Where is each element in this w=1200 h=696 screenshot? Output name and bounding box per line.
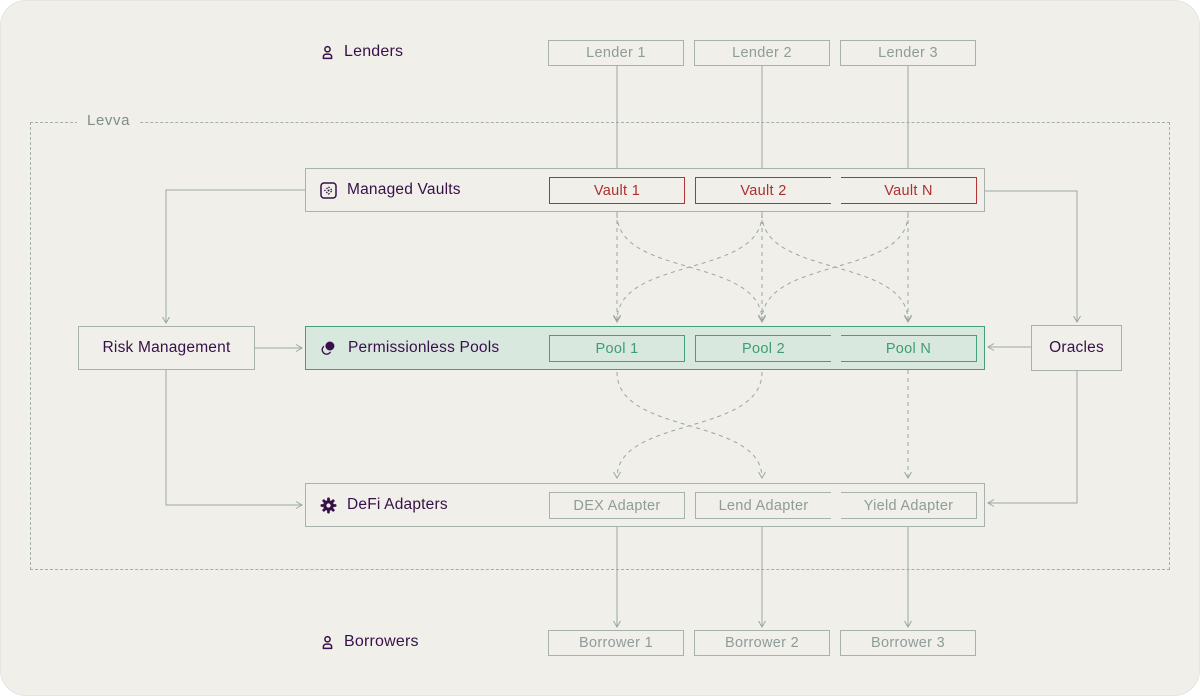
lend-adapter-node: Lend Adapter (695, 492, 831, 519)
managed-vaults-row: Managed Vaults Vault 1 Vault 2 Vault N (305, 168, 985, 212)
levva-label: Levva (77, 112, 141, 129)
person-icon (322, 635, 333, 649)
permissionless-pools-header: Permissionless Pools (320, 327, 499, 369)
vault-n-node: Vault N (841, 177, 977, 204)
managed-vaults-header: Managed Vaults (320, 169, 461, 211)
risk-management-node: Risk Management (78, 326, 255, 370)
vault-1-node: Vault 1 (549, 177, 685, 204)
defi-adapters-title: DeFi Adapters (347, 496, 448, 513)
vault-2-node: Vault 2 (695, 177, 831, 204)
defi-adapters-row: DeFi Adapters DEX Adapter Lend Adapter Y… (305, 483, 985, 527)
pool-n-node: Pool N (841, 335, 977, 362)
defi-adapters-header: DeFi Adapters (320, 484, 448, 526)
lenders-label: Lenders (320, 43, 403, 61)
person-icon (322, 45, 333, 59)
pools-icon (321, 340, 336, 355)
vault-icon (320, 181, 337, 199)
borrower-3-node: Borrower 3 (840, 630, 976, 656)
lenders-label-text: Lenders (344, 43, 404, 60)
pool-2-node: Pool 2 (695, 335, 831, 362)
dex-adapter-node: DEX Adapter (549, 492, 685, 519)
oracles-node: Oracles (1031, 325, 1122, 371)
gear-icon (320, 497, 337, 513)
yield-adapter-node: Yield Adapter (841, 492, 977, 519)
permissionless-pools-title: Permissionless Pools (348, 339, 500, 356)
borrower-1-node: Borrower 1 (548, 630, 684, 656)
borrowers-label: Borrowers (320, 633, 419, 651)
levva-boundary: Levva (30, 112, 1170, 570)
lender-2-node: Lender 2 (694, 40, 830, 66)
borrowers-label-text: Borrowers (344, 633, 419, 650)
lender-3-node: Lender 3 (840, 40, 976, 66)
permissionless-pools-row: Permissionless Pools Pool 1 Pool 2 Pool … (305, 326, 985, 370)
borrower-2-node: Borrower 2 (694, 630, 830, 656)
lender-1-node: Lender 1 (548, 40, 684, 66)
pool-1-node: Pool 1 (549, 335, 685, 362)
managed-vaults-title: Managed Vaults (347, 181, 461, 198)
